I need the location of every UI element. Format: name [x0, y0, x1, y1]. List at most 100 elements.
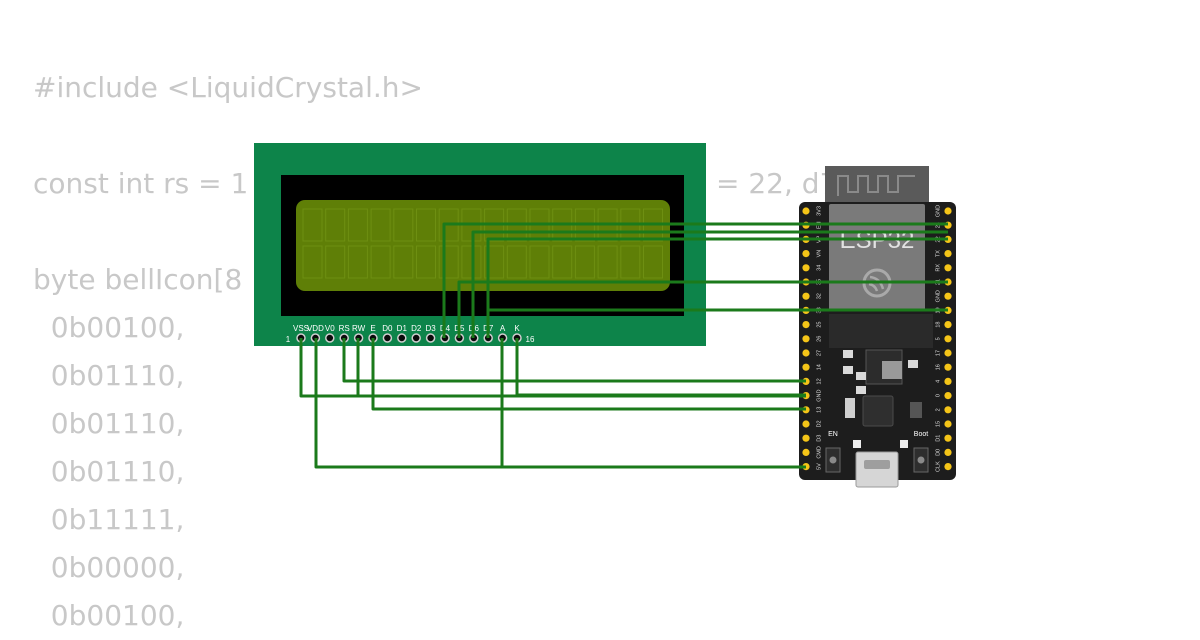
wire-vdd-5v[interactable] — [314, 338, 806, 469]
antenna-trace — [837, 175, 915, 196]
esp32-pin-right[interactable] — [944, 250, 952, 258]
lcd-char-cell — [461, 245, 482, 279]
esp32-pin-label-right: 17 — [936, 350, 942, 356]
esp32-pin-label-right: 4 — [936, 380, 942, 383]
lcd-char-cell — [325, 208, 346, 242]
esp32-pin-label-right: 2 — [936, 408, 942, 411]
wire-d7-gpio19[interactable] — [457, 280, 948, 338]
code-line: 0b00100, — [33, 599, 185, 632]
wire-vss-gnd[interactable] — [299, 338, 806, 398]
esp32-pin-right[interactable] — [944, 292, 952, 300]
esp32-pin-right[interactable] — [944, 406, 952, 414]
smd-component — [856, 372, 866, 380]
esp32-pin-label-left: 3V3 — [817, 206, 823, 216]
esp32-pin-left[interactable] — [802, 434, 810, 442]
lcd-pin-label: RW — [352, 324, 366, 333]
lcd-pin-label: V0 — [325, 324, 335, 333]
esp32-pin-left[interactable] — [802, 264, 810, 272]
lcd-char-cell — [393, 245, 414, 279]
esp32-pin-left[interactable] — [802, 292, 810, 300]
lcd-char-cell — [597, 245, 618, 279]
esp32-pin-label-right: 16 — [936, 364, 942, 370]
lcd-pin-label: RS — [339, 324, 350, 333]
esp32-pin-right[interactable] — [944, 264, 952, 272]
esp32-pin-left[interactable] — [802, 448, 810, 456]
code-editor-background: #include <LiquidCrystal.h>const int rs =… — [33, 64, 423, 640]
wire-d5-gpio22[interactable] — [471, 230, 948, 338]
smd-component — [856, 386, 866, 394]
esp32-pin-left[interactable] — [802, 363, 810, 371]
lcd-pin[interactable] — [397, 333, 407, 343]
lcd-char-cell — [438, 245, 459, 279]
esp32-pin-left[interactable] — [802, 207, 810, 215]
esp32-pin-left[interactable] — [802, 349, 810, 357]
wire-a-gpio5[interactable] — [486, 308, 948, 338]
esp32-pin-right[interactable] — [944, 363, 952, 371]
lcd-pin[interactable] — [411, 333, 421, 343]
wire-d4-gpio23[interactable] — [442, 222, 948, 338]
wire-k-gnd[interactable] — [515, 338, 806, 397]
esp32-pin-label-right: RX — [936, 264, 942, 272]
esp32-pin-left[interactable] — [802, 250, 810, 258]
lcd-char-cell — [370, 245, 391, 279]
esp32-pin-right[interactable] — [944, 463, 952, 471]
smd-component — [843, 350, 853, 358]
smd-component — [908, 360, 918, 368]
esp32-pin-right[interactable] — [944, 420, 952, 428]
esp32-pin-left[interactable] — [802, 321, 810, 329]
smd-component — [910, 402, 922, 418]
esp32-pin-right[interactable] — [944, 392, 952, 400]
esp32-pin-right[interactable] — [944, 349, 952, 357]
lcd-pin[interactable] — [382, 333, 393, 343]
lcd-pin-first-label: 1 — [286, 335, 291, 344]
esp32-pin-left[interactable] — [802, 420, 810, 428]
power-led — [853, 440, 861, 448]
lcd-char-cell — [529, 245, 550, 279]
esp32-pin-right[interactable] — [944, 321, 952, 329]
esp32-pin-label-right: 5 — [936, 337, 942, 340]
micro-usb-port[interactable] — [855, 451, 899, 488]
esp32-pin-left[interactable] — [802, 335, 810, 343]
code-line: byte bellIcon[8 — [33, 263, 243, 296]
lcd-pin-label: K — [514, 324, 520, 333]
smd-component — [845, 398, 855, 418]
lcd-char-cell — [370, 208, 391, 242]
wire-a-5v[interactable] — [500, 338, 806, 469]
smd-component — [843, 366, 853, 374]
lcd-pin-label: D1 — [397, 324, 408, 333]
esp32-pin-right[interactable] — [944, 434, 952, 442]
wire-e-gpio13[interactable] — [371, 338, 806, 411]
lcd-pin-label: VDD — [307, 324, 324, 333]
lcd-pin[interactable] — [425, 333, 436, 343]
esp32-pin-right[interactable] — [944, 207, 952, 215]
status-led — [900, 440, 908, 448]
wire-rs-gpio14[interactable] — [342, 338, 806, 383]
lcd-char-cell — [506, 245, 527, 279]
code-line: 0b01110, — [33, 359, 185, 392]
lcd-pin-label: D2 — [411, 324, 422, 333]
esp32-pin-right[interactable] — [944, 377, 952, 385]
lcd-pin[interactable] — [325, 333, 335, 343]
esp32-pin-right[interactable] — [944, 448, 952, 456]
lcd-pin-label: A — [500, 324, 506, 333]
esp32-pin-label-left: 13 — [817, 407, 823, 413]
wire-d6-gpio21[interactable] — [486, 237, 948, 338]
lcd-char-cell — [325, 245, 346, 279]
code-line: 0b01110, — [33, 455, 185, 488]
esp32-pin-right[interactable] — [944, 335, 952, 343]
esp32-pin-label-right: GND — [936, 290, 942, 302]
wire-rw-gnd[interactable] — [356, 338, 806, 398]
en-button[interactable] — [825, 447, 841, 473]
esp32-pin-label-left: VN — [817, 250, 823, 258]
code-line: 0b00000, — [33, 551, 185, 584]
esp32-pin-label-left: 32 — [817, 293, 823, 299]
esp32-pin-label-right: D1 — [936, 435, 942, 442]
lcd-char-cell — [416, 208, 436, 242]
esp32-pin-label-right: D0 — [936, 449, 942, 456]
lcd-pin-label: D0 — [382, 324, 393, 333]
esp32-pin-label-left: 26 — [817, 336, 823, 342]
boot-button[interactable] — [913, 447, 929, 473]
esp32-pin-label-left: 34 — [817, 265, 823, 271]
